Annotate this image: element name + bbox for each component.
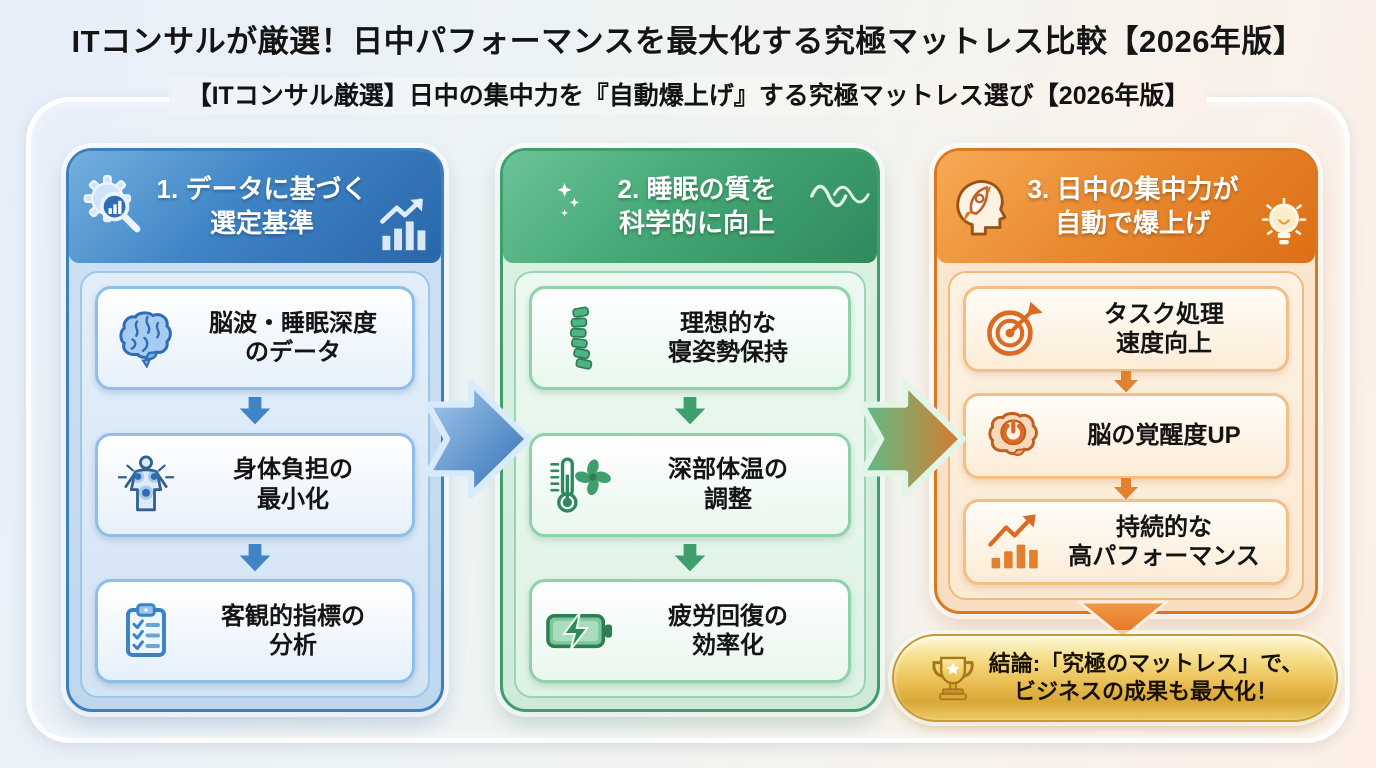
- flow-arrow-2-icon: [857, 378, 969, 500]
- card-text: 深部体温の 調整: [618, 455, 838, 514]
- card-posture: 理想的な 寝姿勢保持: [529, 286, 851, 390]
- column1-header: 1. データに基づく 選定基準: [69, 151, 441, 263]
- target-arrow-icon: [976, 299, 1052, 359]
- column1-body: 脳波・睡眠深度 のデータ: [80, 271, 430, 698]
- conclusion-text: 結論:「究極のマットレス」で、 ビジネスの成果も最大化！: [989, 650, 1303, 706]
- chevron-down-icon: [1075, 600, 1171, 642]
- card-line2: 分析: [269, 632, 317, 659]
- column-sleep-quality: 2. 睡眠の質を 科学的に向上: [500, 148, 880, 712]
- column3-title: 3. 日中の集中力が 自動で爆上げ: [1028, 173, 1239, 241]
- card-task-speed: タスク処理 速度向上: [963, 286, 1289, 372]
- column2-title: 2. 睡眠の質を 科学的に向上: [618, 173, 777, 241]
- column-data-criteria: 1. データに基づく 選定基準: [66, 148, 444, 712]
- column2-header: 2. 睡眠の質を 科学的に向上: [503, 151, 877, 263]
- card-sustained-performance: 持続的な 高パフォーマンス: [963, 499, 1289, 585]
- card-line1: 身体負担の: [233, 456, 353, 484]
- card-line2: 高パフォーマンス: [1068, 543, 1260, 570]
- conclusion-banner: 結論:「究極のマットレス」で、 ビジネスの成果も最大化！: [892, 634, 1338, 722]
- card-text: 疲労回復の 効率化: [618, 602, 838, 661]
- column1-title-line1: 1. データに基づく: [156, 174, 368, 205]
- lightbulb-icon: [1261, 197, 1307, 259]
- column1-title: 1. データに基づく 選定基準: [157, 173, 368, 241]
- down-arrow-icon: [673, 397, 707, 425]
- card-text: 身体負担の 最小化: [184, 455, 402, 514]
- card-text: 客観的指標の 分析: [184, 602, 402, 661]
- moon-icon: [515, 173, 581, 244]
- card-line1: 客観的指標の: [221, 602, 365, 630]
- column2-body: 理想的な 寝姿勢保持: [514, 271, 866, 698]
- card-text: 持続的な 高パフォーマンス: [1052, 513, 1276, 572]
- card-line1: 持続的な: [1116, 513, 1212, 541]
- column2-title-line1: 2. 睡眠の質を: [617, 174, 777, 205]
- column1-title-line2: 選定基準: [209, 208, 314, 238]
- checklist-icon: [108, 601, 184, 661]
- waves-icon: [809, 179, 871, 218]
- down-arrow-icon: [673, 543, 707, 572]
- page-title: ITコンサルが厳選！日中パフォーマンスを最大化する究極マットレス比較【2026年…: [71, 24, 1305, 59]
- conclusion-line1: 結論:「究極のマットレス」で、: [988, 650, 1304, 676]
- down-arrow-icon: [238, 543, 272, 572]
- brain-power-icon: [976, 408, 1052, 464]
- page-subtitle: 【ITコンサル厳選】日中の集中力を『自動爆上げ』する究極マットレス選び【2026…: [0, 78, 1376, 114]
- card-line1: 理想的な: [680, 309, 776, 337]
- brain-icon: [108, 308, 184, 368]
- body-pressure-icon: [108, 454, 184, 516]
- down-arrow-icon: [1111, 371, 1141, 393]
- card-brain-data: 脳波・睡眠深度 のデータ: [95, 286, 415, 390]
- card-line2: 速度向上: [1116, 330, 1212, 357]
- card-text: タスク処理 速度向上: [1052, 300, 1276, 359]
- spine-icon: [542, 306, 618, 370]
- chart-up-icon: [377, 198, 431, 257]
- head-rocket-icon: [949, 173, 1013, 242]
- card-brain-awake: 脳の覚醒度UP: [963, 392, 1289, 479]
- card-line1: タスク処理: [1104, 300, 1224, 328]
- column2-title-line2: 科学的に向上: [618, 208, 775, 238]
- column3-title-line2: 自動で爆上げ: [1054, 208, 1211, 238]
- card-line1: 深部体温の: [668, 456, 788, 484]
- card-line2: のデータ: [245, 339, 341, 366]
- page-subtitle-text: 【ITコンサル厳選】日中の集中力を『自動爆上げ』する究極マットレス選び【2026…: [168, 78, 1208, 114]
- card-line1: 脳の覚醒度UP: [1087, 421, 1241, 449]
- down-arrow-icon: [238, 397, 272, 425]
- column-daytime-focus: 3. 日中の集中力が 自動で爆上げ: [934, 148, 1318, 614]
- flow-arrow-1-icon: [423, 378, 535, 500]
- card-line2: 最小化: [257, 485, 329, 513]
- conclusion-line2: ビジネスの成果も最大化！: [1013, 679, 1278, 704]
- card-line2: 調整: [704, 485, 752, 513]
- down-arrow-icon: [1111, 477, 1141, 500]
- card-text: 脳の覚醒度UP: [1052, 421, 1276, 450]
- battery-bolt-icon: [542, 608, 618, 654]
- growth-chart-icon: [976, 513, 1052, 571]
- card-line1: 脳波・睡眠深度: [209, 309, 377, 337]
- card-line1: 疲労回復の: [668, 602, 788, 630]
- card-line2: 寝姿勢保持: [668, 339, 788, 366]
- card-body-load: 身体負担の 最小化: [95, 432, 415, 537]
- trophy-icon: [927, 652, 979, 704]
- column3-body: タスク処理 速度向上 脳の覚醒度UP: [948, 271, 1304, 600]
- card-body-temp: 深部体温の 調整: [529, 432, 851, 537]
- card-line2: 効率化: [692, 632, 764, 659]
- card-fatigue-recovery: 疲労回復の 効率化: [529, 579, 851, 683]
- card-text: 脳波・睡眠深度 のデータ: [184, 309, 402, 368]
- card-text: 理想的な 寝姿勢保持: [618, 309, 838, 368]
- gear-magnifier-icon: [81, 173, 145, 242]
- card-objective-analysis: 客観的指標の 分析: [95, 579, 415, 683]
- thermometer-fan-icon: [542, 454, 618, 516]
- column3-title-line1: 3. 日中の集中力が: [1027, 174, 1239, 205]
- column3-header: 3. 日中の集中力が 自動で爆上げ: [937, 151, 1315, 263]
